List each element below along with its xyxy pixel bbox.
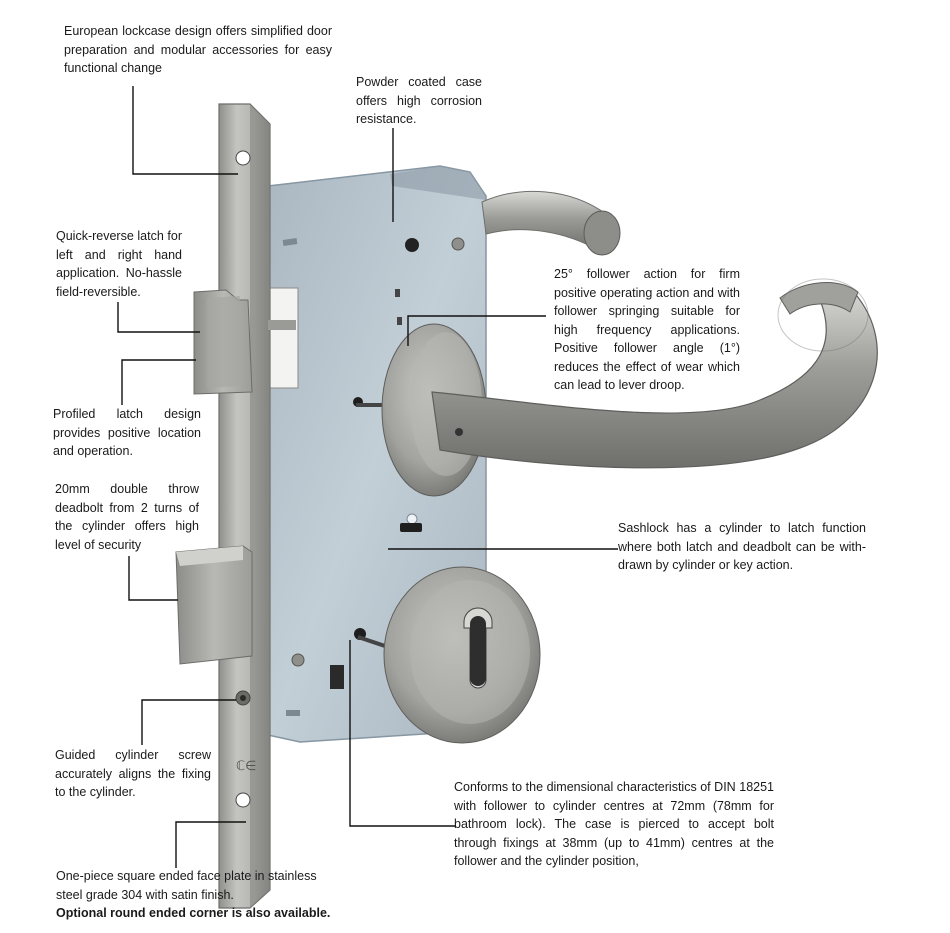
callout-follower: 25° follower action for firm positive op… bbox=[554, 267, 740, 392]
callout-lockcase: European lockcase design offers simplifi… bbox=[64, 24, 332, 75]
ce-mark-icon: ℂ∈ bbox=[236, 758, 256, 773]
leader-lockcase bbox=[132, 86, 238, 175]
callout-profiled-latch: Profiled latch design provides positive … bbox=[53, 407, 201, 458]
face-plate-text: One-piece square ended face plate in sta… bbox=[56, 869, 317, 902]
leader-follower bbox=[407, 315, 546, 346]
leader-din bbox=[349, 640, 455, 827]
leader-screw bbox=[141, 699, 236, 745]
face-plate-option-text: Optional round ended corner is also avai… bbox=[56, 906, 331, 920]
latch-bolt bbox=[193, 289, 296, 395]
leader-reverse bbox=[117, 302, 200, 333]
rear-lever bbox=[481, 190, 621, 256]
cylinder-escutcheon bbox=[383, 566, 541, 744]
callout-din: Conforms to the dimensional characterist… bbox=[454, 780, 774, 868]
face-plate: ℂ∈ bbox=[218, 103, 271, 909]
callout-cylinder-screw: Guided cylinder screw accurately aligns … bbox=[55, 748, 211, 799]
leader-deadbolt bbox=[128, 556, 178, 601]
callout-quick-reverse: Quick-reverse latch for left and right h… bbox=[56, 229, 182, 299]
latch-window bbox=[267, 287, 299, 389]
callout-powder-coated: Powder coated case offers high corrosion… bbox=[356, 75, 482, 126]
callout-deadbolt: 20mm double throw deadbolt from 2 turns … bbox=[55, 482, 199, 552]
deadbolt bbox=[175, 545, 253, 665]
leader-profiled bbox=[121, 359, 196, 405]
leader-lines bbox=[117, 86, 618, 868]
front-lever bbox=[431, 278, 878, 469]
leader-faceplate bbox=[175, 821, 246, 868]
callout-face-plate: One-piece square ended face plate in sta… bbox=[56, 867, 346, 923]
callout-sashlock: Sashlock has a cylinder to latch functio… bbox=[618, 521, 866, 572]
